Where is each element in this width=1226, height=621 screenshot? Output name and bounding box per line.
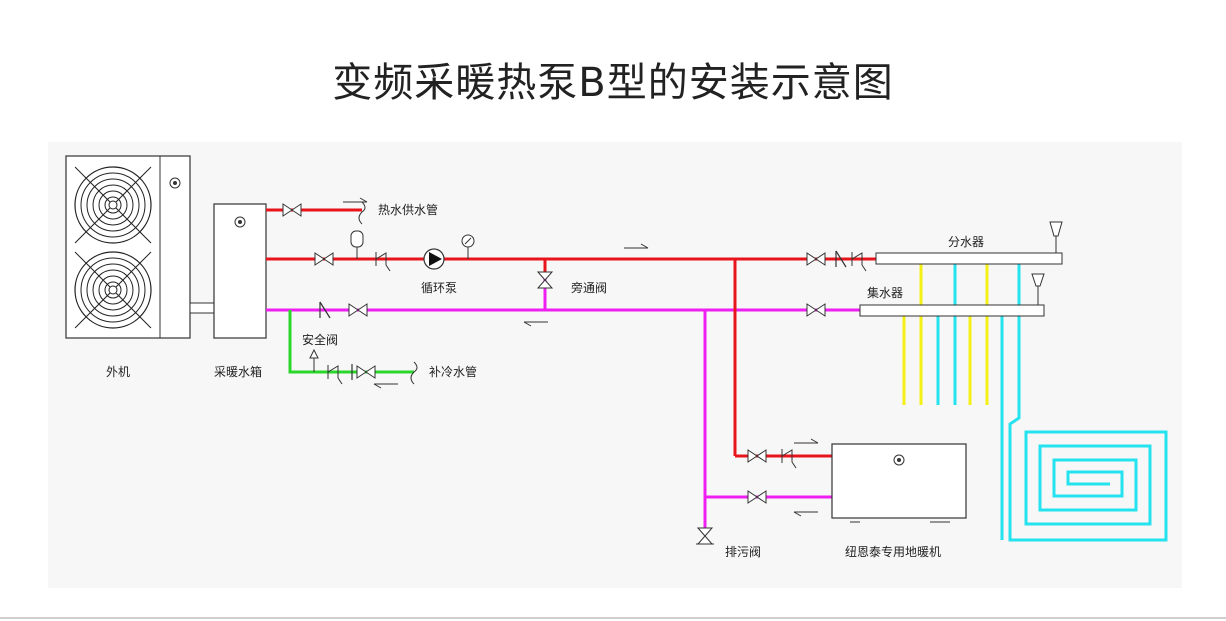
label-circulation-pump: 循环泵: [421, 281, 457, 295]
water-tank: [213, 203, 267, 339]
divider: [0, 617, 1226, 619]
page-title: 变频采暖热泵B型的安装示意图: [332, 60, 894, 106]
label-drain-valve: 排污阀: [725, 545, 761, 559]
distributor-bar: [875, 252, 1063, 265]
supply-line: [266, 230, 876, 272]
collector-bar: [859, 304, 1045, 317]
label-distributor: 分水器: [948, 235, 984, 249]
bypass: [536, 259, 554, 310]
floor-loop-pipes: [902, 264, 1168, 542]
label-hot-water-supply: 热水供水管: [378, 202, 438, 217]
label-collector: 集水器: [867, 285, 903, 300]
label-safety-valve: 安全阀: [302, 332, 338, 347]
label-water-tank: 采暖水箱: [214, 364, 262, 379]
label-floor-heater: 纽恩泰专用地暖机: [845, 544, 941, 559]
label-outdoor-unit: 外机: [106, 365, 130, 379]
return-line: [266, 301, 860, 327]
label-bypass-valve: 旁通阀: [571, 280, 607, 295]
makeup-water-line: [288, 310, 418, 389]
label-makeup-water: 补冷水管: [429, 364, 477, 379]
outdoor-unit: [65, 155, 215, 339]
floor-heater-unit: [831, 443, 967, 523]
floor-heater-branch: [696, 259, 832, 545]
hot-water-supply-line: [266, 197, 368, 225]
